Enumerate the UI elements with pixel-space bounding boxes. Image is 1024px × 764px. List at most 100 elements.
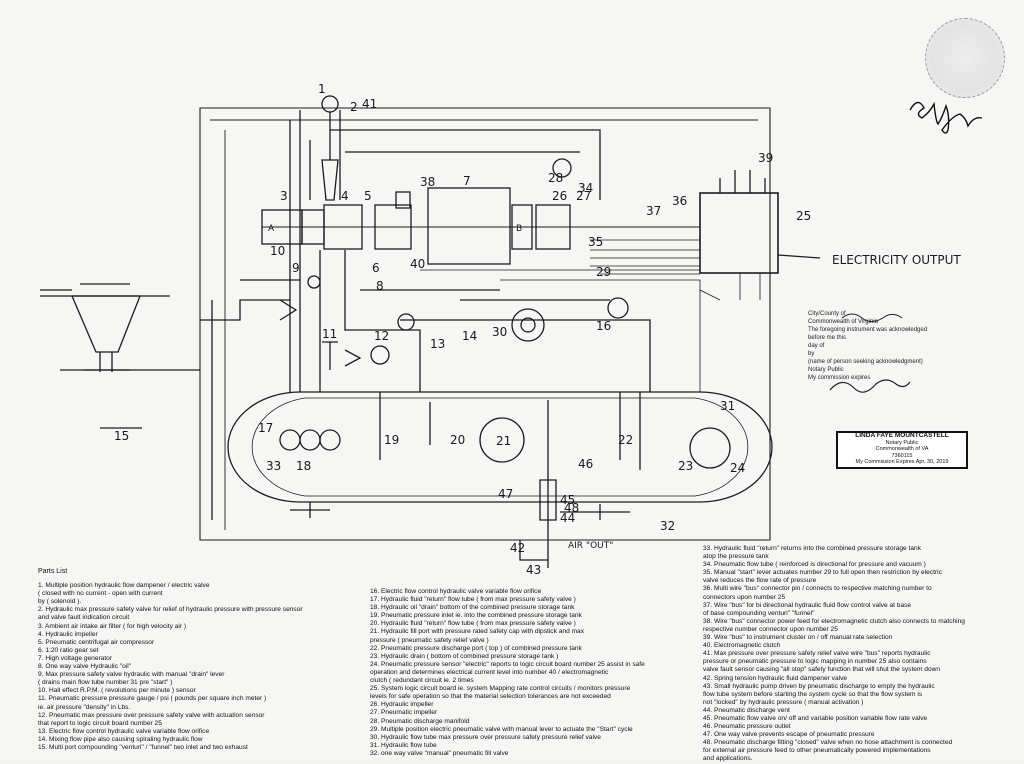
parts-list-item: of base compounding venturi" "funnel": [703, 609, 815, 617]
notary-stamp: LINDA FAYE MOUNTCASTELL Notary Public Co…: [836, 431, 968, 469]
notary-line: Commonwealth of Virginia: [808, 319, 878, 325]
callout-10: 10: [270, 244, 285, 258]
parts-list-item: levels for safe operation so that the ma…: [370, 693, 611, 701]
parts-list-item: 48. Pneumatic discharge fitting "closed"…: [703, 739, 953, 747]
callout-30: 30: [492, 325, 507, 339]
pressure-storage-tank: [227, 391, 773, 503]
parts-list-item: and applications.: [703, 755, 753, 763]
electricity-output-label: ELECTRICITY OUTPUT: [832, 253, 961, 267]
parts-list-item: 4. Hydraulic impeller: [38, 630, 98, 638]
air-out-label: AIR "OUT": [568, 541, 613, 551]
signature: [909, 101, 983, 134]
stamp-expires: My Commission Expires Apr. 30, 2019: [855, 459, 949, 466]
callout-47: 47: [498, 487, 513, 501]
parts-list-item: 34. Pneumatic flow tube ( reinforced is …: [703, 561, 926, 569]
parts-list-item: 11. Pneumatic pressure pressure gauge / …: [38, 695, 267, 703]
callout-26: 26: [552, 189, 567, 203]
callout-18: 18: [296, 459, 311, 473]
parts-list-item: 31. Hydraulic flow tube: [370, 741, 437, 749]
callout-17: 17: [258, 421, 273, 435]
parts-list-item: 43. Small hydraulic pump driven by pneum…: [703, 682, 935, 690]
parts-list-item: 15. Multi port compounding "venturi" / "…: [38, 743, 248, 751]
parts-list-item: 41. Max pressure over pressure safety re…: [703, 650, 931, 658]
impeller-label-b: B: [516, 224, 522, 234]
notary-line: day of: [808, 343, 825, 349]
callout-34: 34: [578, 181, 593, 195]
parts-list-item: flow tube system before starting the sys…: [703, 690, 923, 698]
parts-list-item: 23. Hydraulic drain ( bottom of combined…: [370, 652, 559, 660]
parts-list-item: for external air pressure feed to other …: [703, 747, 931, 755]
callout-5: 5: [364, 189, 372, 203]
parts-list-item: ie. air pressure "density" in Lbs.: [38, 703, 131, 711]
callout-42: 42: [510, 541, 525, 555]
callout-22: 22: [618, 433, 633, 447]
parts-list-item: 26. Hydraulic impeller: [370, 701, 434, 709]
callout-23: 23: [678, 459, 693, 473]
venturi-funnel: [71, 295, 141, 353]
stamp-state: Commonwealth of VA: [875, 446, 929, 453]
parts-list-item: 47. One way valve prevents escape of pne…: [703, 731, 875, 739]
parts-list-item: that report to logic circuit board numbe…: [38, 719, 162, 727]
parts-list-item: 18. Hydraulic oil "drain" bottom of the …: [370, 604, 575, 612]
callout-41: 41: [362, 97, 377, 111]
parts-list-item: 17. Hydraulic fluid "return" flow tube (…: [370, 596, 576, 604]
parts-list-item: pressure ( pneumatic safety relief valve…: [370, 636, 489, 644]
stamp-number: 7360115: [891, 452, 913, 459]
notary-line: City/County of: [808, 311, 846, 317]
parts-list-item: 13. Electric flow control hydraulic valv…: [38, 727, 210, 735]
parts-list-item: 3. Ambient air intake air filter ( for h…: [38, 622, 187, 630]
central-valve: [511, 308, 545, 342]
callout-4: 4: [341, 189, 349, 203]
parts-list-item: 21. Hydraulic fill port with pressure ra…: [370, 628, 585, 636]
callout-38: 38: [420, 175, 435, 189]
callout-45: 45: [560, 493, 575, 507]
parts-list-item: 37. Wire "bus" for bi directional hydrau…: [703, 601, 912, 609]
callout-33: 33: [266, 459, 281, 473]
parts-list-item: 12. Pneumatic max pressure over pressure…: [38, 711, 265, 719]
callout-36: 36: [672, 194, 687, 208]
notary-line: (name of person seeking acknowledgment): [808, 359, 923, 365]
parts-list-item: not "locked" by hydraulic pressure ( man…: [703, 698, 864, 706]
generator: [427, 187, 511, 265]
parts-list-item: 29. Multiple position electric pneumatic…: [370, 725, 633, 733]
parts-list-item: valve fault sensor causing "all stop" sa…: [703, 666, 941, 674]
parts-list-item: clutch ( redundant circuit ie. 2 times: [370, 677, 474, 685]
parts-list-right: 33. Hydraulic fluid "return" returns int…: [703, 545, 1013, 764]
callout-24: 24: [730, 461, 745, 475]
parts-list-item: atop the pressure tank: [703, 553, 769, 561]
notary-acknowledgment: City/County of Commonwealth of Virginia …: [808, 310, 958, 382]
callout-40: 40: [410, 257, 425, 271]
notary-line: Notary Public: [808, 367, 844, 373]
notary-line: My commission expires: [808, 375, 871, 381]
callout-43: 43: [526, 563, 541, 577]
parts-list-item: 20. Hydraulic fluid "return" flow tube (…: [370, 620, 576, 628]
parts-list-item: 27. Pneumatic impeller: [370, 709, 438, 717]
parts-list-item: 24. Pneumatic pressure sensor "electric"…: [370, 660, 645, 668]
callout-35: 35: [588, 235, 603, 249]
parts-list-item: pressure or pneumatic pressure to logic …: [703, 658, 927, 666]
parts-list-item: 30. Hydraulic flow tube max pressure ove…: [370, 733, 601, 741]
parts-list-item: 28. Pneumatic discharge manifold: [370, 717, 470, 725]
callout-6: 6: [372, 261, 380, 275]
parts-list-item: 35. Manual "start" lever actuates number…: [703, 569, 942, 577]
notary-line: before me this: [808, 335, 847, 341]
parts-list-item: operation and determines electrical curr…: [370, 668, 609, 676]
hydraulic-loop-outer: [199, 107, 771, 541]
parts-list-item: 36. Multi wire "bus" connector pin / con…: [703, 585, 932, 593]
callout-7: 7: [463, 174, 471, 188]
parts-list-left: Parts List 1. Multiple position hydrauli…: [38, 568, 368, 752]
notary-line: by: [808, 351, 815, 357]
callout-28: 28: [548, 171, 563, 185]
stamp-name: LINDA FAYE MOUNTCASTELL: [855, 432, 949, 439]
callout-39: 39: [758, 151, 773, 165]
parts-list-item: ( closed with no current - open with cur…: [38, 590, 163, 598]
parts-list-item: 2. Hydraulic max pressure safety valve f…: [38, 606, 303, 614]
callout-12: 12: [374, 329, 389, 343]
impeller-label-a: A: [268, 224, 275, 234]
callout-31: 31: [720, 399, 735, 413]
parts-list-item: respective number connector upon number …: [703, 625, 838, 633]
callout-16: 16: [596, 319, 611, 333]
callout-3: 3: [280, 189, 288, 203]
